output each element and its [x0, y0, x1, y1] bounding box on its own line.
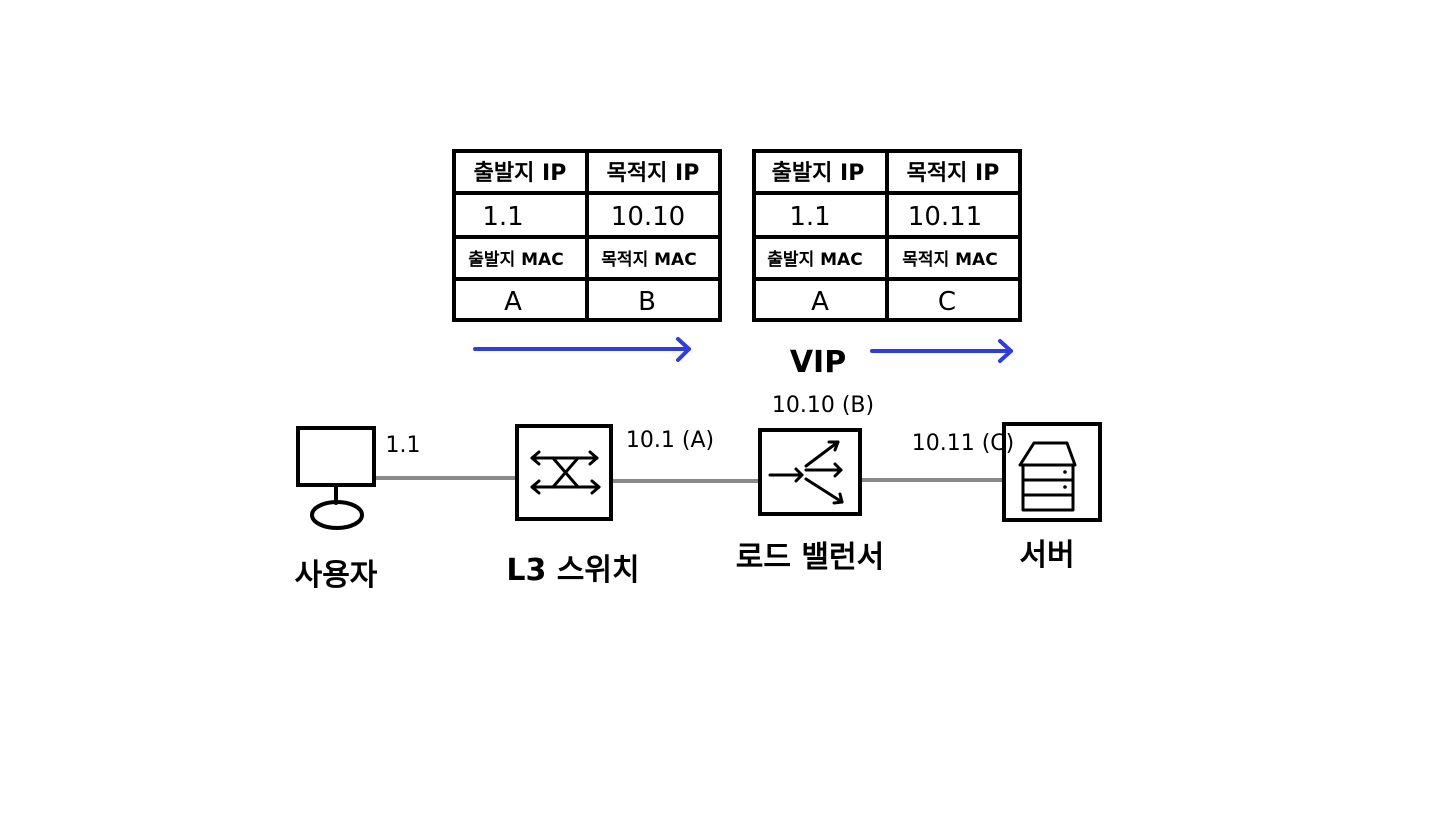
load-balancer-address: 10.10 (B)	[772, 393, 874, 418]
table-1-src-mac: A	[504, 287, 522, 317]
table-1-header-dst-mac: 목적지 MAC	[601, 250, 696, 270]
load-balancer-icon	[768, 440, 844, 505]
server-label: 서버	[1019, 538, 1074, 573]
user-node: 1.1 사용자	[295, 426, 421, 593]
table-1-header-src-mac: 출발지 MAC	[468, 250, 563, 270]
server-icon	[1018, 441, 1077, 512]
table-2-src-ip: 1.1	[789, 202, 830, 232]
flow-arrow-2	[870, 339, 1013, 363]
table-2-header-dst-mac: 목적지 MAC	[902, 250, 997, 270]
server-address: 10.11 (C)	[912, 431, 1015, 456]
table-2-header-src-mac: 출발지 MAC	[767, 250, 862, 270]
load-balancer-label: 로드 밸런서	[736, 540, 884, 575]
switch-address: 10.1 (A)	[626, 428, 714, 453]
user-label: 사용자	[295, 558, 378, 593]
table-2-dst-mac: C	[938, 287, 956, 317]
packet-table-1: 출발지 IP 목적지 IP 1.1 10.10 출발지 MAC 목적지 MAC …	[452, 149, 722, 322]
server-box	[1002, 422, 1102, 522]
monitor-icon	[296, 426, 376, 530]
table-2-src-mac: A	[811, 287, 829, 317]
table-1-src-ip: 1.1	[482, 202, 523, 232]
table-2-dst-ip: 10.11	[908, 202, 982, 232]
load-balancer-box	[758, 428, 862, 516]
server-node: 10.11 (C) 서버	[912, 422, 1102, 573]
switch-arrows-icon	[530, 450, 601, 495]
user-address: 1.1	[386, 433, 421, 458]
table-1-header-src-ip: 출발지 IP	[474, 161, 567, 186]
switch-label: L3 스위치	[506, 553, 639, 588]
table-2-header-dst-ip: 목적지 IP	[907, 161, 1000, 186]
load-balancer-node: 10.10 (B) 로드 밸런서	[736, 393, 884, 575]
switch-node: 10.1 (A) L3 스위치	[506, 424, 714, 588]
table-1-dst-ip: 10.10	[611, 202, 685, 232]
table-2-header-src-ip: 출발지 IP	[772, 161, 865, 186]
packet-table-2: 출발지 IP 목적지 IP 1.1 10.11 출발지 MAC 목적지 MAC …	[752, 149, 1022, 322]
vip-label: VIP	[790, 345, 846, 380]
table-1-dst-mac: B	[638, 287, 656, 317]
flow-arrow-1	[473, 337, 691, 362]
table-1-header-dst-ip: 목적지 IP	[607, 161, 700, 186]
